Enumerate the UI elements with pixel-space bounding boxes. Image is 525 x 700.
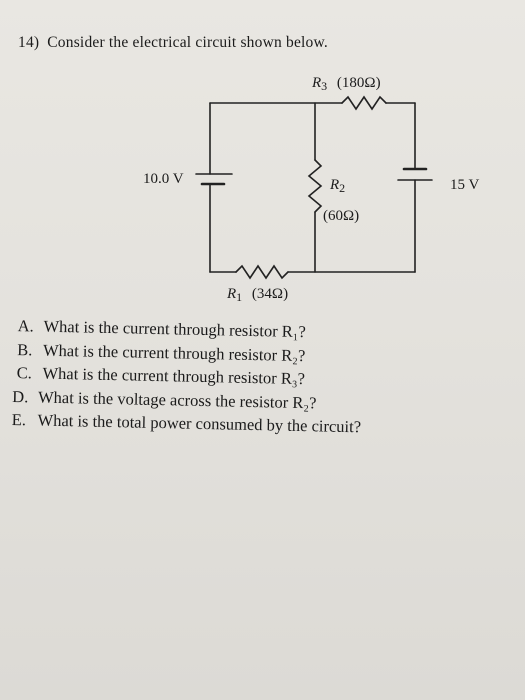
r2-resistor-symbol <box>307 159 323 213</box>
battery-left-label: 10.0 V <box>143 171 184 187</box>
question-text: What is the current through resistor R₃? <box>42 363 306 389</box>
question-text: What is the voltage across the resistor … <box>37 387 317 412</box>
r3-resistor-symbol <box>341 95 387 111</box>
r2-label: R2 <box>330 177 346 195</box>
r1-label: R1 (34Ω) <box>227 286 289 304</box>
question-letter: D. <box>12 386 29 406</box>
question-letter: E. <box>11 409 27 430</box>
question-text: What is the current through resistor R₂? <box>42 340 306 365</box>
question-letter: B. <box>17 339 33 359</box>
r1-resistor-symbol <box>235 264 289 280</box>
question-text: What is the total power consumed by the … <box>37 410 362 437</box>
question-letter: C. <box>16 363 33 383</box>
problem-number: 14) <box>18 34 40 51</box>
battery-right-label: 15 V <box>450 177 480 193</box>
r2-value: (60Ω) <box>323 208 360 224</box>
question-letter: A. <box>17 316 35 336</box>
question-text: What is the current through resistor R₁? <box>43 316 307 342</box>
problem-prompt: Consider the electrical circuit shown be… <box>47 34 328 51</box>
problem-heading: 14) Consider the electrical circuit shown… <box>18 34 328 52</box>
r3-label: R3 (180Ω) <box>312 75 381 93</box>
question-list: A. What is the current through resistor … <box>12 314 364 439</box>
